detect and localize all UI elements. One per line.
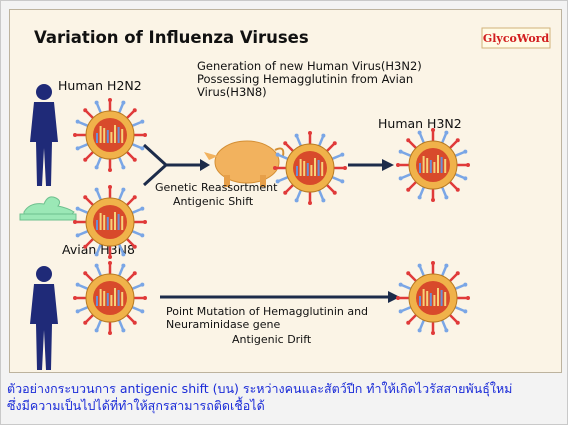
virus-icon bbox=[396, 261, 470, 335]
generation-line-1: Generation of new Human Virus(H3N2) bbox=[197, 59, 422, 73]
arrow-head-icon bbox=[388, 291, 400, 303]
arrow-head-icon bbox=[382, 159, 394, 171]
figure-caption: ตัวอย่างกระบวนการ antigenic shift (บน) ร… bbox=[7, 380, 563, 414]
virus-particles bbox=[73, 98, 470, 335]
duck-icon bbox=[19, 196, 77, 221]
human-figure-icon bbox=[30, 266, 58, 370]
diagram-canvas: Variation of Influenza Viruses GlycoWord bbox=[19, 27, 551, 370]
figure-title: Variation of Influenza Viruses bbox=[34, 28, 309, 47]
virus-icon bbox=[73, 98, 147, 172]
arrow-head-icon bbox=[200, 159, 210, 171]
reassortment-line-2: Antigenic Shift bbox=[173, 195, 254, 208]
glycoword-logo: GlycoWord bbox=[481, 27, 551, 49]
logo-text: GlycoWord bbox=[483, 32, 550, 45]
generation-line-3: Virus(H3N8) bbox=[197, 85, 267, 99]
generation-line-2: Possessing Hemagglutinin from Avian bbox=[197, 72, 413, 86]
reassortment-line-1: Genetic Reassortment bbox=[155, 181, 278, 194]
human-figure-icon bbox=[30, 84, 58, 186]
caption-line-1: ตัวอย่างกระบวนการ antigenic shift (บน) ร… bbox=[7, 381, 513, 396]
merge-arrow bbox=[142, 143, 169, 187]
mutation-line-3: Antigenic Drift bbox=[232, 333, 312, 346]
virus-icon bbox=[73, 261, 147, 335]
caption-line-2: ซึ่งมีความเป็นไปได้ที่ทำให้สุกรสามารถติด… bbox=[7, 398, 265, 413]
mutation-line-1: Point Mutation of Hemagglutinin and bbox=[166, 305, 368, 318]
label-human-h3n2: Human H3N2 bbox=[378, 116, 462, 131]
mutation-line-2: Neuraminidase gene bbox=[166, 318, 280, 331]
virus-icon bbox=[273, 131, 347, 205]
influenza-variation-figure: Variation of Influenza Viruses GlycoWord bbox=[9, 9, 562, 373]
virus-icon bbox=[396, 128, 470, 202]
label-human-h2n2: Human H2N2 bbox=[58, 78, 142, 93]
virus-icon bbox=[73, 185, 147, 259]
pig-icon bbox=[204, 140, 285, 187]
